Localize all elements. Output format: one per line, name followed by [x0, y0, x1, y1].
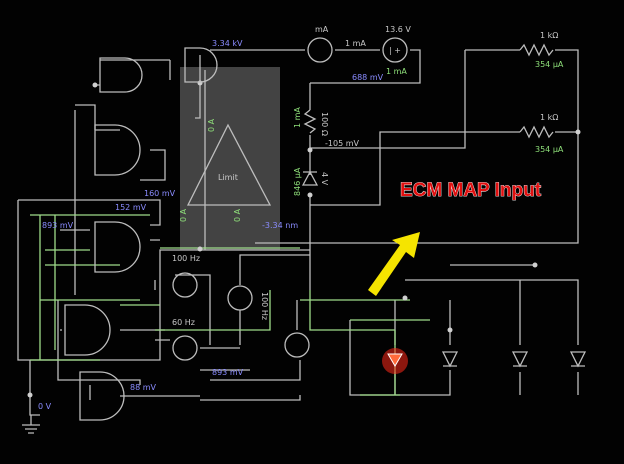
opamp[interactable] [186, 123, 272, 206]
label-gate-v1: 160 mV [144, 189, 176, 198]
battery-polarity: | + [389, 46, 401, 55]
label-opamp-out-current-1: 0 A [179, 208, 188, 222]
title-annotation: ECM MAP Input [400, 180, 542, 201]
zener-diode[interactable] [301, 170, 319, 186]
nand-gate-5 [64, 304, 111, 356]
ground-icon [22, 415, 40, 434]
nand-gate-1 [99, 57, 143, 93]
led-4[interactable] [569, 351, 587, 368]
label-freq-3: 60 Hz [172, 318, 195, 327]
battery[interactable] [382, 37, 408, 63]
resistor-top[interactable] [519, 43, 565, 57]
label-battery: 13.6 V [385, 25, 411, 34]
label-battery-current: 1 mA [386, 67, 407, 76]
label-zener-voltage: 4 V [320, 172, 329, 186]
led-1-on[interactable] [387, 353, 403, 367]
label-resistor-top-current: 354 µA [535, 60, 564, 69]
ammeter[interactable] [307, 37, 333, 63]
label-opamp-out-current-2: 0 A [233, 208, 242, 222]
selection-box [180, 67, 280, 250]
nand-gate-4 [94, 221, 141, 273]
opamp-label: Limit [218, 173, 238, 182]
label-zener-current: 846 µA [293, 167, 302, 196]
label-resistor-mid: 1 kΩ [540, 113, 558, 122]
label-resistor-top: 1 kΩ [540, 31, 558, 40]
ac-source-3[interactable] [172, 335, 198, 361]
label-freq-2: 100 Hz [260, 292, 269, 320]
ac-source-2[interactable] [227, 285, 253, 311]
label-node-voltage: 688 mV [352, 73, 384, 82]
nand-gates[interactable] [64, 47, 218, 421]
ac-source-4[interactable] [284, 332, 310, 358]
led-2[interactable] [441, 351, 459, 368]
nand-gate-3 [94, 124, 141, 176]
ac-source-1[interactable] [172, 272, 198, 298]
label-node-mid: -105 mV [325, 139, 359, 148]
label-ammeter: mA [315, 25, 329, 34]
label-gate-v3: 893 mV [42, 221, 74, 230]
current-paths [30, 214, 430, 396]
label-resistor-series-current: 1 mA [293, 107, 302, 128]
label-voltage-top: 3.34 kV [212, 39, 243, 48]
wires [17, 49, 579, 416]
label-gate-v2: 152 mV [115, 203, 147, 212]
label-freq-1: 100 Hz [172, 254, 200, 263]
nand-gate-2 [184, 47, 218, 83]
label-resistor-mid-current: 354 µA [535, 145, 564, 154]
label-gate-out: 88 mV [130, 383, 157, 392]
arrow-pointer-icon [368, 232, 420, 296]
resistor-series[interactable] [303, 109, 317, 134]
label-ammeter-reading: 1 mA [345, 39, 366, 48]
led-3[interactable] [511, 351, 529, 368]
label-opamp-in-current: 0 A [207, 118, 216, 132]
resistor-mid[interactable] [519, 125, 565, 139]
label-opamp-out-voltage: -3.34 nm [262, 221, 298, 230]
label-resistor-series: 100 Ω [320, 112, 329, 136]
label-ground-v: 0 V [38, 402, 52, 411]
nodes [27, 80, 581, 398]
label-source-v: 893 mV [212, 368, 244, 377]
nand-gate-6 [79, 371, 125, 421]
